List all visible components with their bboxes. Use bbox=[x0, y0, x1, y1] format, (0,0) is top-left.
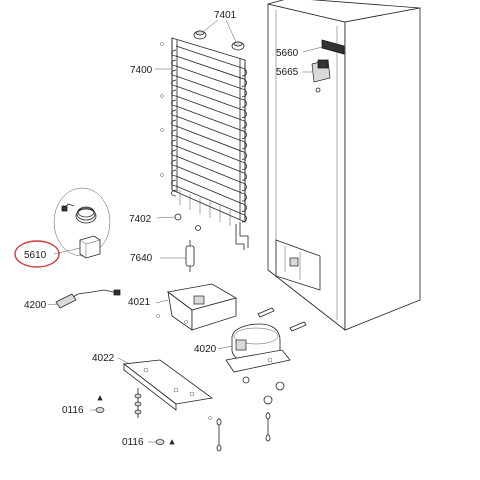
label-5610: 5610 bbox=[24, 250, 47, 261]
rubber-bushing-part-7401 bbox=[193, 19, 245, 51]
starter-relay-part-5610 bbox=[79, 235, 101, 259]
screw-part-0116a bbox=[90, 395, 105, 413]
label-7640: 7640 bbox=[130, 253, 153, 264]
label-4021: 4021 bbox=[128, 297, 151, 308]
condenser-coil-bend bbox=[171, 49, 177, 57]
condenser-coil-bend bbox=[171, 89, 177, 97]
label-7402: 7402 bbox=[129, 214, 152, 225]
condenser-coil-tube bbox=[175, 85, 247, 119]
tie-rod-parts bbox=[216, 412, 271, 452]
condenser-coil-tube bbox=[175, 135, 247, 171]
condenser-coil-bend bbox=[171, 169, 177, 177]
condenser-coil-bend bbox=[171, 159, 177, 167]
label-0116-a: 0116 bbox=[62, 405, 84, 416]
condenser-coil-tube bbox=[175, 95, 247, 129]
condenser-coil-tube bbox=[175, 185, 247, 223]
condenser-coil-tube bbox=[175, 55, 247, 87]
mounting-clip-parts bbox=[242, 307, 307, 405]
condenser-coil-tube bbox=[175, 65, 247, 98]
condenser-coil-tube bbox=[175, 125, 247, 160]
condenser-coil-bend bbox=[171, 69, 177, 77]
condenser-coil-bend bbox=[171, 189, 177, 197]
filter-drier-part-7640 bbox=[160, 240, 195, 272]
label-7400: 7400 bbox=[130, 65, 153, 76]
condenser-coil-bend bbox=[171, 109, 177, 117]
screw-part-0116b bbox=[148, 439, 175, 445]
condenser-coil-tube bbox=[175, 175, 247, 212]
compressor-bracket-part-4022 bbox=[117, 357, 214, 420]
lamp-part-5665 bbox=[303, 59, 331, 93]
condenser-coil-tube bbox=[175, 115, 247, 150]
bolt-stack-part bbox=[134, 388, 142, 418]
label-7401: 7401 bbox=[214, 10, 237, 21]
condenser-coil-tube bbox=[175, 165, 247, 202]
label-0116-b: 0116 bbox=[122, 437, 144, 448]
condenser-coil-bend bbox=[171, 149, 177, 157]
condenser-coil-tube bbox=[175, 145, 247, 181]
condenser-coil-bend bbox=[171, 59, 177, 67]
condenser-coil-bend bbox=[171, 79, 177, 87]
label-4020: 4020 bbox=[194, 344, 217, 355]
refrigerator-cabinet bbox=[267, 0, 421, 331]
condenser-coil-tube bbox=[175, 105, 247, 139]
condenser-coil-bend bbox=[171, 139, 177, 147]
condenser-coil-bend bbox=[171, 99, 177, 107]
label-5665: 5665 bbox=[276, 67, 299, 78]
label-4022: 4022 bbox=[92, 353, 115, 364]
heater-part-4200 bbox=[47, 289, 121, 309]
condenser-coil-tube bbox=[175, 75, 247, 108]
condenser-coil-bend bbox=[171, 119, 177, 127]
thermostat-part-5660 bbox=[302, 39, 345, 55]
condenser-coil-bend bbox=[171, 179, 177, 187]
compressor-part-4020 bbox=[217, 323, 291, 373]
power-cord-kit-group bbox=[53, 187, 111, 259]
condenser-coil-tube bbox=[175, 45, 247, 77]
condenser-part-7400 bbox=[155, 37, 249, 250]
grommet-part-7402 bbox=[156, 213, 201, 231]
condenser-coil-bend bbox=[171, 129, 177, 137]
drip-tray-part-4021 bbox=[155, 283, 238, 331]
highlight-circle-5610 bbox=[14, 240, 60, 268]
condenser-coil-tube bbox=[175, 155, 247, 192]
label-5660: 5660 bbox=[276, 48, 299, 59]
label-4200: 4200 bbox=[24, 300, 47, 311]
